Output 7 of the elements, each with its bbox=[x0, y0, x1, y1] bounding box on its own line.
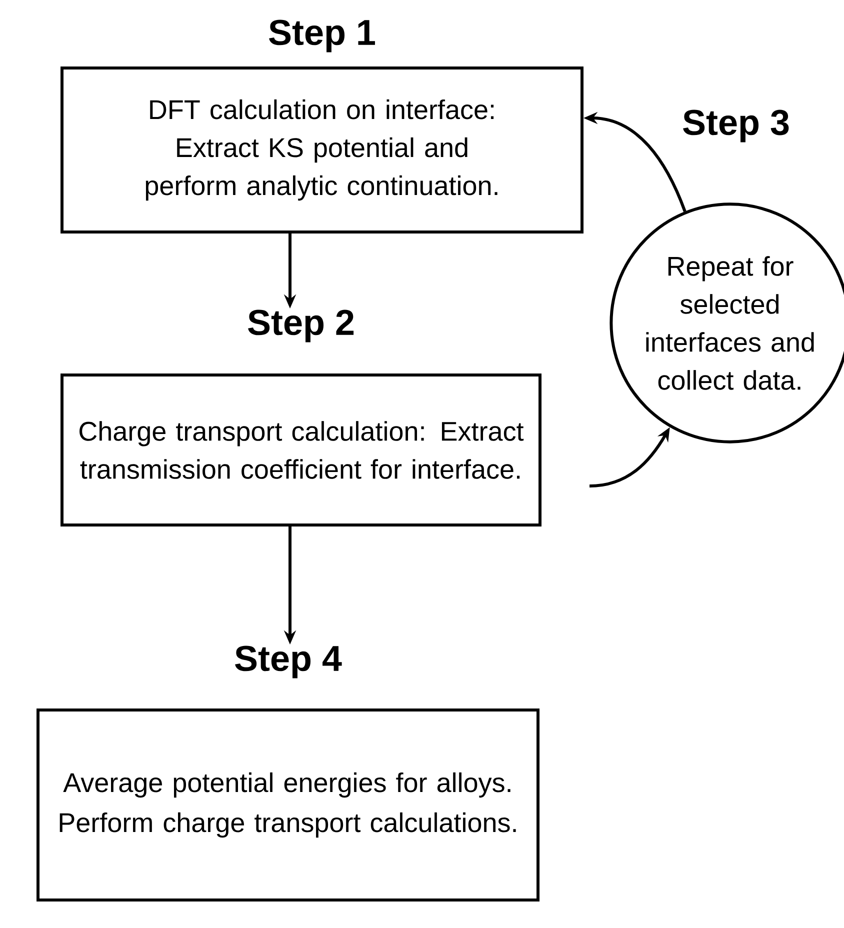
step-heading: Step 4 bbox=[235, 646, 342, 678]
step-heading: Step 2 bbox=[248, 310, 354, 342]
process-box: Charge transport calculation: Extract transmission coefficient for interface. bbox=[60, 374, 542, 526]
process-box: Average potential energies for alloys. Perform charge transport calculations. bbox=[36, 708, 540, 902]
step-heading: Step 1 bbox=[269, 20, 375, 52]
step-heading: Step 3 bbox=[683, 110, 789, 142]
process-box: DFT calculation on interface: Extract KS potential and perform analytic continuation. bbox=[60, 66, 584, 234]
